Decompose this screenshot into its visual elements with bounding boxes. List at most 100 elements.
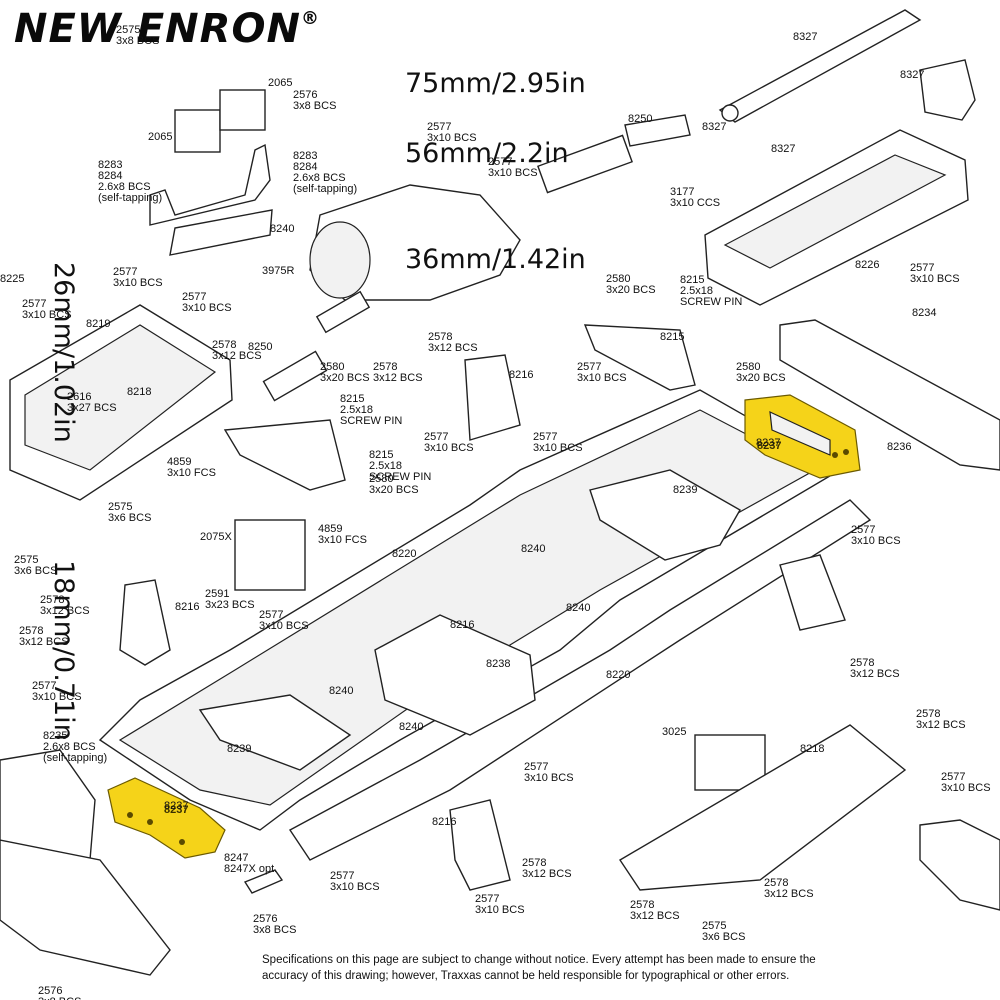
part-callout-line: 8215 [340, 393, 364, 405]
part-callout: 8219 [86, 318, 110, 330]
part-callout-line: 2580 [736, 361, 760, 373]
part-callout: 8240 [270, 223, 294, 235]
part-callout: 8216 [450, 619, 474, 631]
part-callout-line: 3x10 BCS [32, 691, 82, 703]
servo-horn [243, 869, 284, 894]
dimension-18mm: 18mm/0.71in [48, 560, 79, 741]
part-callout-line: (self-tapping) [43, 752, 107, 764]
part-callout-line: 2.5x18 [369, 460, 402, 472]
part-callout-line: 2.5x18 [680, 285, 713, 297]
part-callout: 8218 [127, 386, 151, 398]
part-callout-line: 8327 [900, 69, 924, 81]
part-callout: 8327 [900, 69, 924, 81]
part-callout-line: 3x12 BCS [40, 605, 90, 617]
shock-tower-left [119, 579, 171, 666]
part-callout-line: 2575 [14, 554, 38, 566]
part-callout-line: 2580 [606, 273, 630, 285]
part-callout-line: 2578 [522, 857, 546, 869]
part-callout-line: 8240 [521, 543, 545, 555]
part-callout: 8240 [521, 543, 545, 555]
part-callout-line: 3x10 BCS [475, 904, 525, 916]
part-callout-line: 3x10 BCS [182, 302, 232, 314]
part-callout-line: 8216 [509, 369, 533, 381]
esc-3025 [694, 734, 766, 791]
part-callout: 8250 [628, 113, 652, 125]
part-callout-line: 2577 [427, 121, 451, 133]
part-callout: 8327 [793, 31, 817, 43]
registered-mark: ® [300, 8, 320, 29]
part-callout-line: 4859 [167, 456, 191, 468]
crossmember-8239-left [198, 694, 352, 771]
part-callout-line: 8237 [756, 437, 780, 449]
link-mount-right [583, 324, 696, 391]
part-callout-line: 3x12 BCS [373, 372, 423, 384]
part-callout-line: 2576 [253, 913, 277, 925]
part-callout-line: 2065 [268, 77, 292, 89]
part-callout-line: 8226 [855, 259, 879, 271]
part-callout-line: 8283 [98, 159, 122, 171]
part-callout-line: 8237 [164, 800, 188, 812]
part-callout-line: 3x10 BCS [488, 167, 538, 179]
part-callout: 8216 [175, 601, 199, 613]
part-callout-line: 8247X opt. [224, 863, 277, 875]
part-callout: 8240 [399, 721, 423, 733]
part-callout-line: 8327 [771, 143, 795, 155]
part-callout-line: 3x10 BCS [910, 273, 960, 285]
link-mount-left [223, 419, 346, 491]
part-callout-line: 8240 [270, 223, 294, 235]
part-callout-line: 2.6x8 BCS [43, 741, 96, 753]
dimension-75mm: 75mm/2.95in [405, 68, 586, 99]
part-callout: 8239 [227, 743, 251, 755]
part-callout-line: 3x8 BCS [293, 100, 336, 112]
part-callout-line: 8250 [628, 113, 652, 125]
part-callout-line: 2.6x8 BCS [98, 181, 151, 193]
highlight-label-lower: 8237 [164, 804, 188, 816]
part-callout-line: 3x10 BCS [330, 881, 380, 893]
part-callout-line: 8239 [673, 484, 697, 496]
part-callout: 2065 [268, 77, 292, 89]
part-callout-line: 2578 [916, 708, 940, 720]
part-callout-line: 8216 [450, 619, 474, 631]
servo-right [219, 89, 266, 131]
part-callout-line: 3x10 FCS [318, 534, 367, 546]
part-callout-line: 2578 [19, 625, 43, 637]
dimension-56mm: 56mm/2.2in [405, 138, 569, 169]
part-callout: 3975R [262, 265, 294, 277]
winch-bumper [0, 839, 171, 976]
part-callout-line: 2577 [524, 761, 548, 773]
part-callout-line: 2576 [293, 89, 317, 101]
part-callout-line: 3975R [262, 265, 294, 277]
part-callout-line: 4859 [318, 523, 342, 535]
part-drawings [0, 9, 1000, 976]
part-callout-line: 8218 [127, 386, 151, 398]
part-callout-line: 3x12 BCS [764, 888, 814, 900]
part-callout-line: 3x20 BCS [736, 372, 786, 384]
part-callout-line: 3x10 BCS [22, 309, 72, 321]
crossmember-8239 [589, 469, 741, 561]
part-callout-line: SCREW PIN [369, 471, 431, 483]
part-callout-line: 2.6x8 BCS [293, 172, 346, 184]
part-callout-line: 8236 [887, 441, 911, 453]
part-callout-line: 8250 [248, 341, 272, 353]
part-callout-line: 8284 [98, 170, 122, 182]
part-callout-line: 2580 [320, 361, 344, 373]
part-callout: 8220 [392, 548, 416, 560]
part-callout: 8240 [329, 685, 353, 697]
